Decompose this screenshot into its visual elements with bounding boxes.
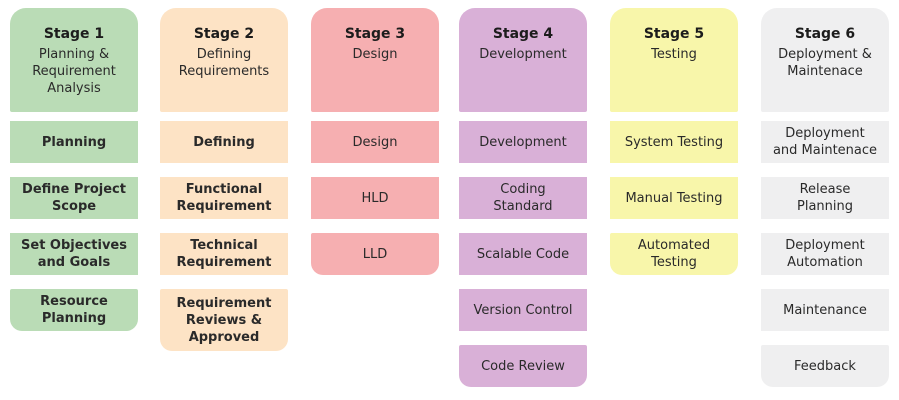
- stage-item: Deployment Automation: [761, 233, 889, 275]
- stage-item: Release Planning: [761, 177, 889, 219]
- stage-item: Design: [311, 121, 439, 163]
- stage-item: Resource Planning: [10, 289, 138, 331]
- stage-subtitle: Testing: [651, 47, 697, 62]
- stage-item: Planning: [10, 121, 138, 163]
- stage-header: Stage 3 Design: [311, 8, 439, 112]
- stage-subtitle: Deployment & Maintenace: [778, 47, 872, 79]
- stage-title: Stage 3: [344, 26, 406, 42]
- stage-title: Stage 6: [794, 26, 856, 42]
- stage-subtitle: Defining Requirements: [178, 47, 270, 79]
- stage-subtitle: Design: [352, 47, 398, 62]
- stage-item: Automated Testing: [610, 233, 738, 275]
- stage-header: Stage 1 Planning & Requirement Analysis: [10, 8, 138, 112]
- stage-header: Stage 5 Testing: [610, 8, 738, 112]
- stage-item: Scalable Code: [459, 233, 587, 275]
- stage-item: Define Project Scope: [10, 177, 138, 219]
- stage-header: Stage 4 Development: [459, 8, 587, 112]
- stage-header: Stage 6 Deployment & Maintenace: [761, 8, 889, 112]
- stage-item: Code Review: [459, 345, 587, 387]
- stage-item: System Testing: [610, 121, 738, 163]
- stage-item: Defining: [160, 121, 288, 163]
- stage-item: Coding Standard: [459, 177, 587, 219]
- stage-title: Stage 1: [43, 26, 105, 42]
- stage-item: Requirement Reviews & Approved: [160, 289, 288, 351]
- stage-item: Functional Requirement: [160, 177, 288, 219]
- stage-subtitle: Planning & Requirement Analysis: [32, 47, 116, 96]
- stage-title: Stage 5: [643, 26, 705, 42]
- stage-item: Technical Requirement: [160, 233, 288, 275]
- stage-item: Set Objectives and Goals: [10, 233, 138, 275]
- stage-header: Stage 2 Defining Requirements: [160, 8, 288, 112]
- stage-title: Stage 4: [492, 26, 554, 42]
- stage-item: Version Control: [459, 289, 587, 331]
- stage-item: Deployment and Maintenace: [761, 121, 889, 163]
- stage-item: Feedback: [761, 345, 889, 387]
- stage-item: Manual Testing: [610, 177, 738, 219]
- stage-title: Stage 2: [193, 26, 255, 42]
- stage-subtitle: Development: [479, 47, 567, 62]
- stage-item: LLD: [311, 233, 439, 275]
- stage-item: Maintenance: [761, 289, 889, 331]
- stage-item: Development: [459, 121, 587, 163]
- stage-item: HLD: [311, 177, 439, 219]
